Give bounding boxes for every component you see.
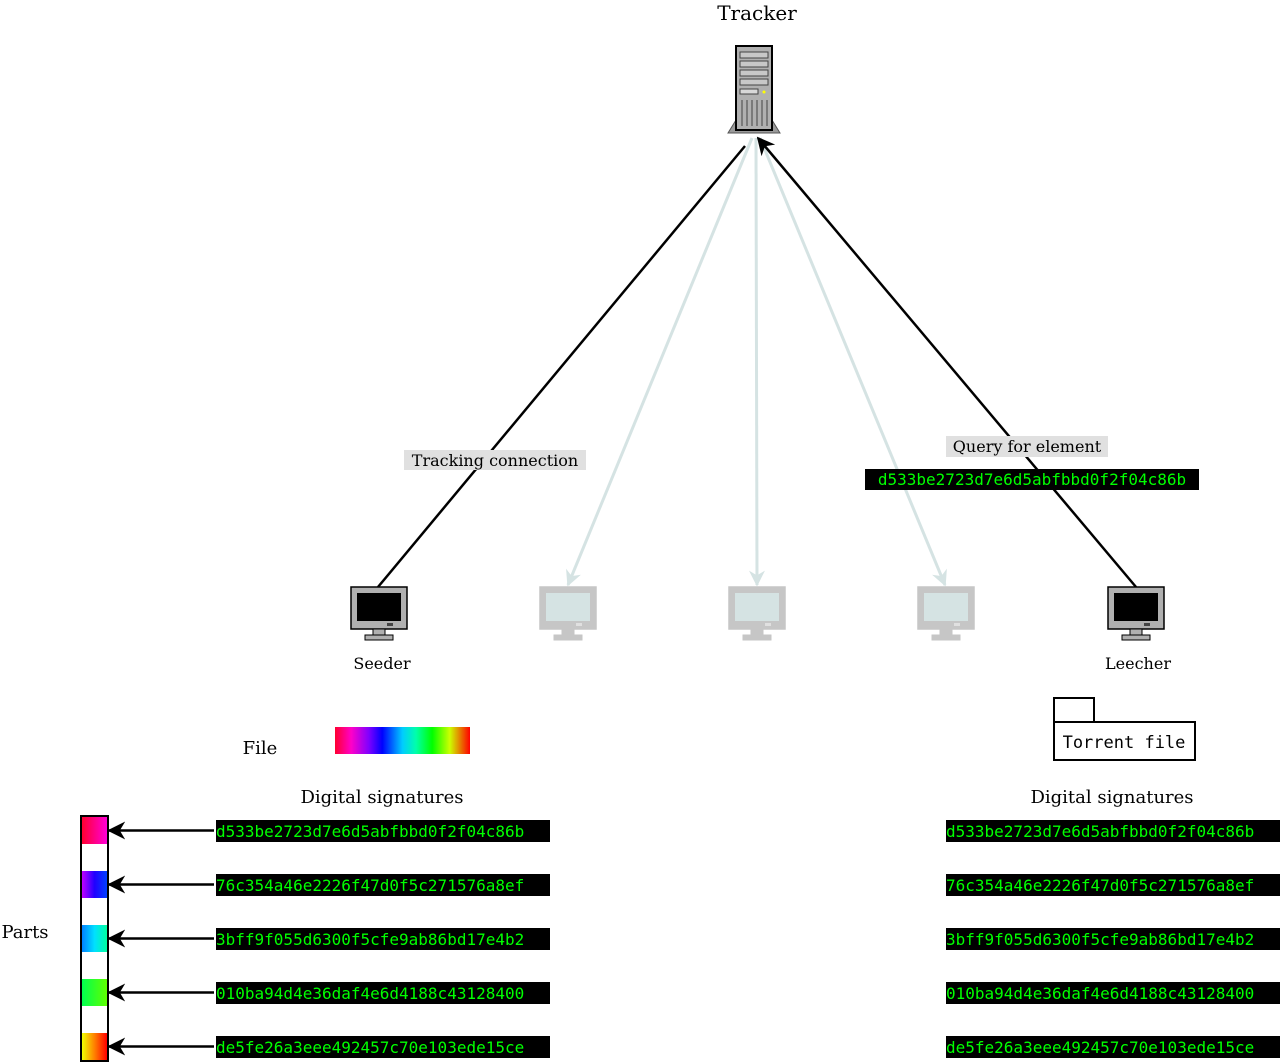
leecher-computer-icon <box>1107 586 1165 641</box>
right-signature: de5fe26a3eee492457c70e103ede15ce <box>946 1038 1254 1057</box>
server-tower-icon <box>727 45 781 134</box>
peer-computer-icon <box>917 586 975 641</box>
query-label-bg <box>946 436 1108 457</box>
left-signature: de5fe26a3eee492457c70e103ede15ce <box>216 1038 524 1057</box>
signature-bg <box>216 874 550 896</box>
left-signatures-title: Digital signatures <box>300 787 463 808</box>
query-label: Query for element <box>953 437 1102 456</box>
left-signature: 76c354a46e2226f47d0f5c271576a8ef <box>216 876 524 895</box>
inactive-connections <box>566 137 947 587</box>
left-signature: 3bff9f055d6300f5cfe9ab86bd17e4b2 <box>216 930 524 949</box>
signature-bg <box>216 928 550 950</box>
tracker-label: Tracker <box>717 1 797 25</box>
signature-bg <box>216 1036 550 1058</box>
signature-bg <box>946 874 1280 896</box>
peer-computer-icon <box>728 586 786 641</box>
query-hash: d533be2723d7e6d5abfbbd0f2f04c86b <box>878 470 1186 489</box>
part-segment <box>82 925 107 952</box>
signature-bg <box>946 982 1280 1004</box>
signature-bg <box>946 928 1280 950</box>
signature-bg <box>216 982 550 1004</box>
right-signature: 010ba94d4e36daf4e6d4188c43128400 <box>946 984 1254 1003</box>
inactive-connection-line <box>566 137 754 587</box>
query-hash-bg <box>865 469 1199 490</box>
right-signature: 76c354a46e2226f47d0f5c271576a8ef <box>946 876 1254 895</box>
tracking-connection-line <box>377 145 746 588</box>
right-signatures-title: Digital signatures <box>1030 787 1193 808</box>
part-segment <box>82 817 107 844</box>
file-rainbow-bar <box>335 727 470 754</box>
folder-icon <box>1053 697 1196 761</box>
right-signature: 3bff9f055d6300f5cfe9ab86bd17e4b2 <box>946 930 1254 949</box>
parts-label: Parts <box>1 922 48 943</box>
tracking-label-bg <box>404 450 586 470</box>
seeder-label: Seeder <box>353 654 411 673</box>
right-signature: d533be2723d7e6d5abfbbd0f2f04c86b <box>946 822 1254 841</box>
left-signature: d533be2723d7e6d5abfbbd0f2f04c86b <box>216 822 524 841</box>
inactive-connection-line <box>748 137 765 587</box>
torrent-file-label: Torrent file <box>1063 733 1186 753</box>
signature-bg <box>216 820 550 842</box>
seeder-computer-icon <box>350 586 408 641</box>
peer-computer-icon <box>539 586 597 641</box>
inactive-connection-line <box>758 137 947 587</box>
left-signature: 010ba94d4e36daf4e6d4188c43128400 <box>216 984 524 1003</box>
signature-bg <box>946 1036 1280 1058</box>
part-segment <box>82 1033 107 1060</box>
part-segment <box>82 979 107 1006</box>
leecher-label: Leecher <box>1105 654 1171 673</box>
part-segment <box>82 871 107 898</box>
tracking-connection-label: Tracking connection <box>412 451 578 470</box>
file-label: File <box>243 738 278 759</box>
signature-bg <box>946 820 1280 842</box>
query-connection-line <box>756 136 1137 588</box>
